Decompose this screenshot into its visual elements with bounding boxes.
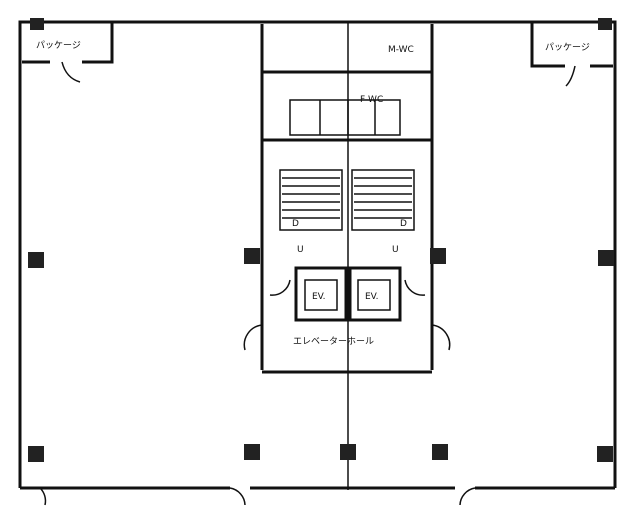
stair-right-down: D — [400, 219, 407, 229]
package-room-left — [22, 22, 114, 83]
core — [243, 22, 451, 490]
package-left-label: パッケージ — [36, 40, 81, 51]
outer-walls — [18, 20, 617, 506]
package-room-right — [530, 22, 613, 87]
stair-right-up: U — [392, 245, 399, 255]
elevator-2-label: EV. — [365, 292, 379, 302]
female-wc-label: F-WC — [360, 95, 383, 105]
stair-treads — [282, 177, 412, 219]
stair-left-down: D — [292, 219, 299, 229]
elevator-hall-label: エレベーターホール — [293, 336, 374, 347]
columns — [28, 18, 614, 462]
stair-left-up: U — [297, 245, 304, 255]
package-right-label: パッケージ — [545, 42, 590, 53]
elevator-1-label: EV. — [312, 292, 326, 302]
male-wc-label: M-WC — [388, 45, 414, 55]
